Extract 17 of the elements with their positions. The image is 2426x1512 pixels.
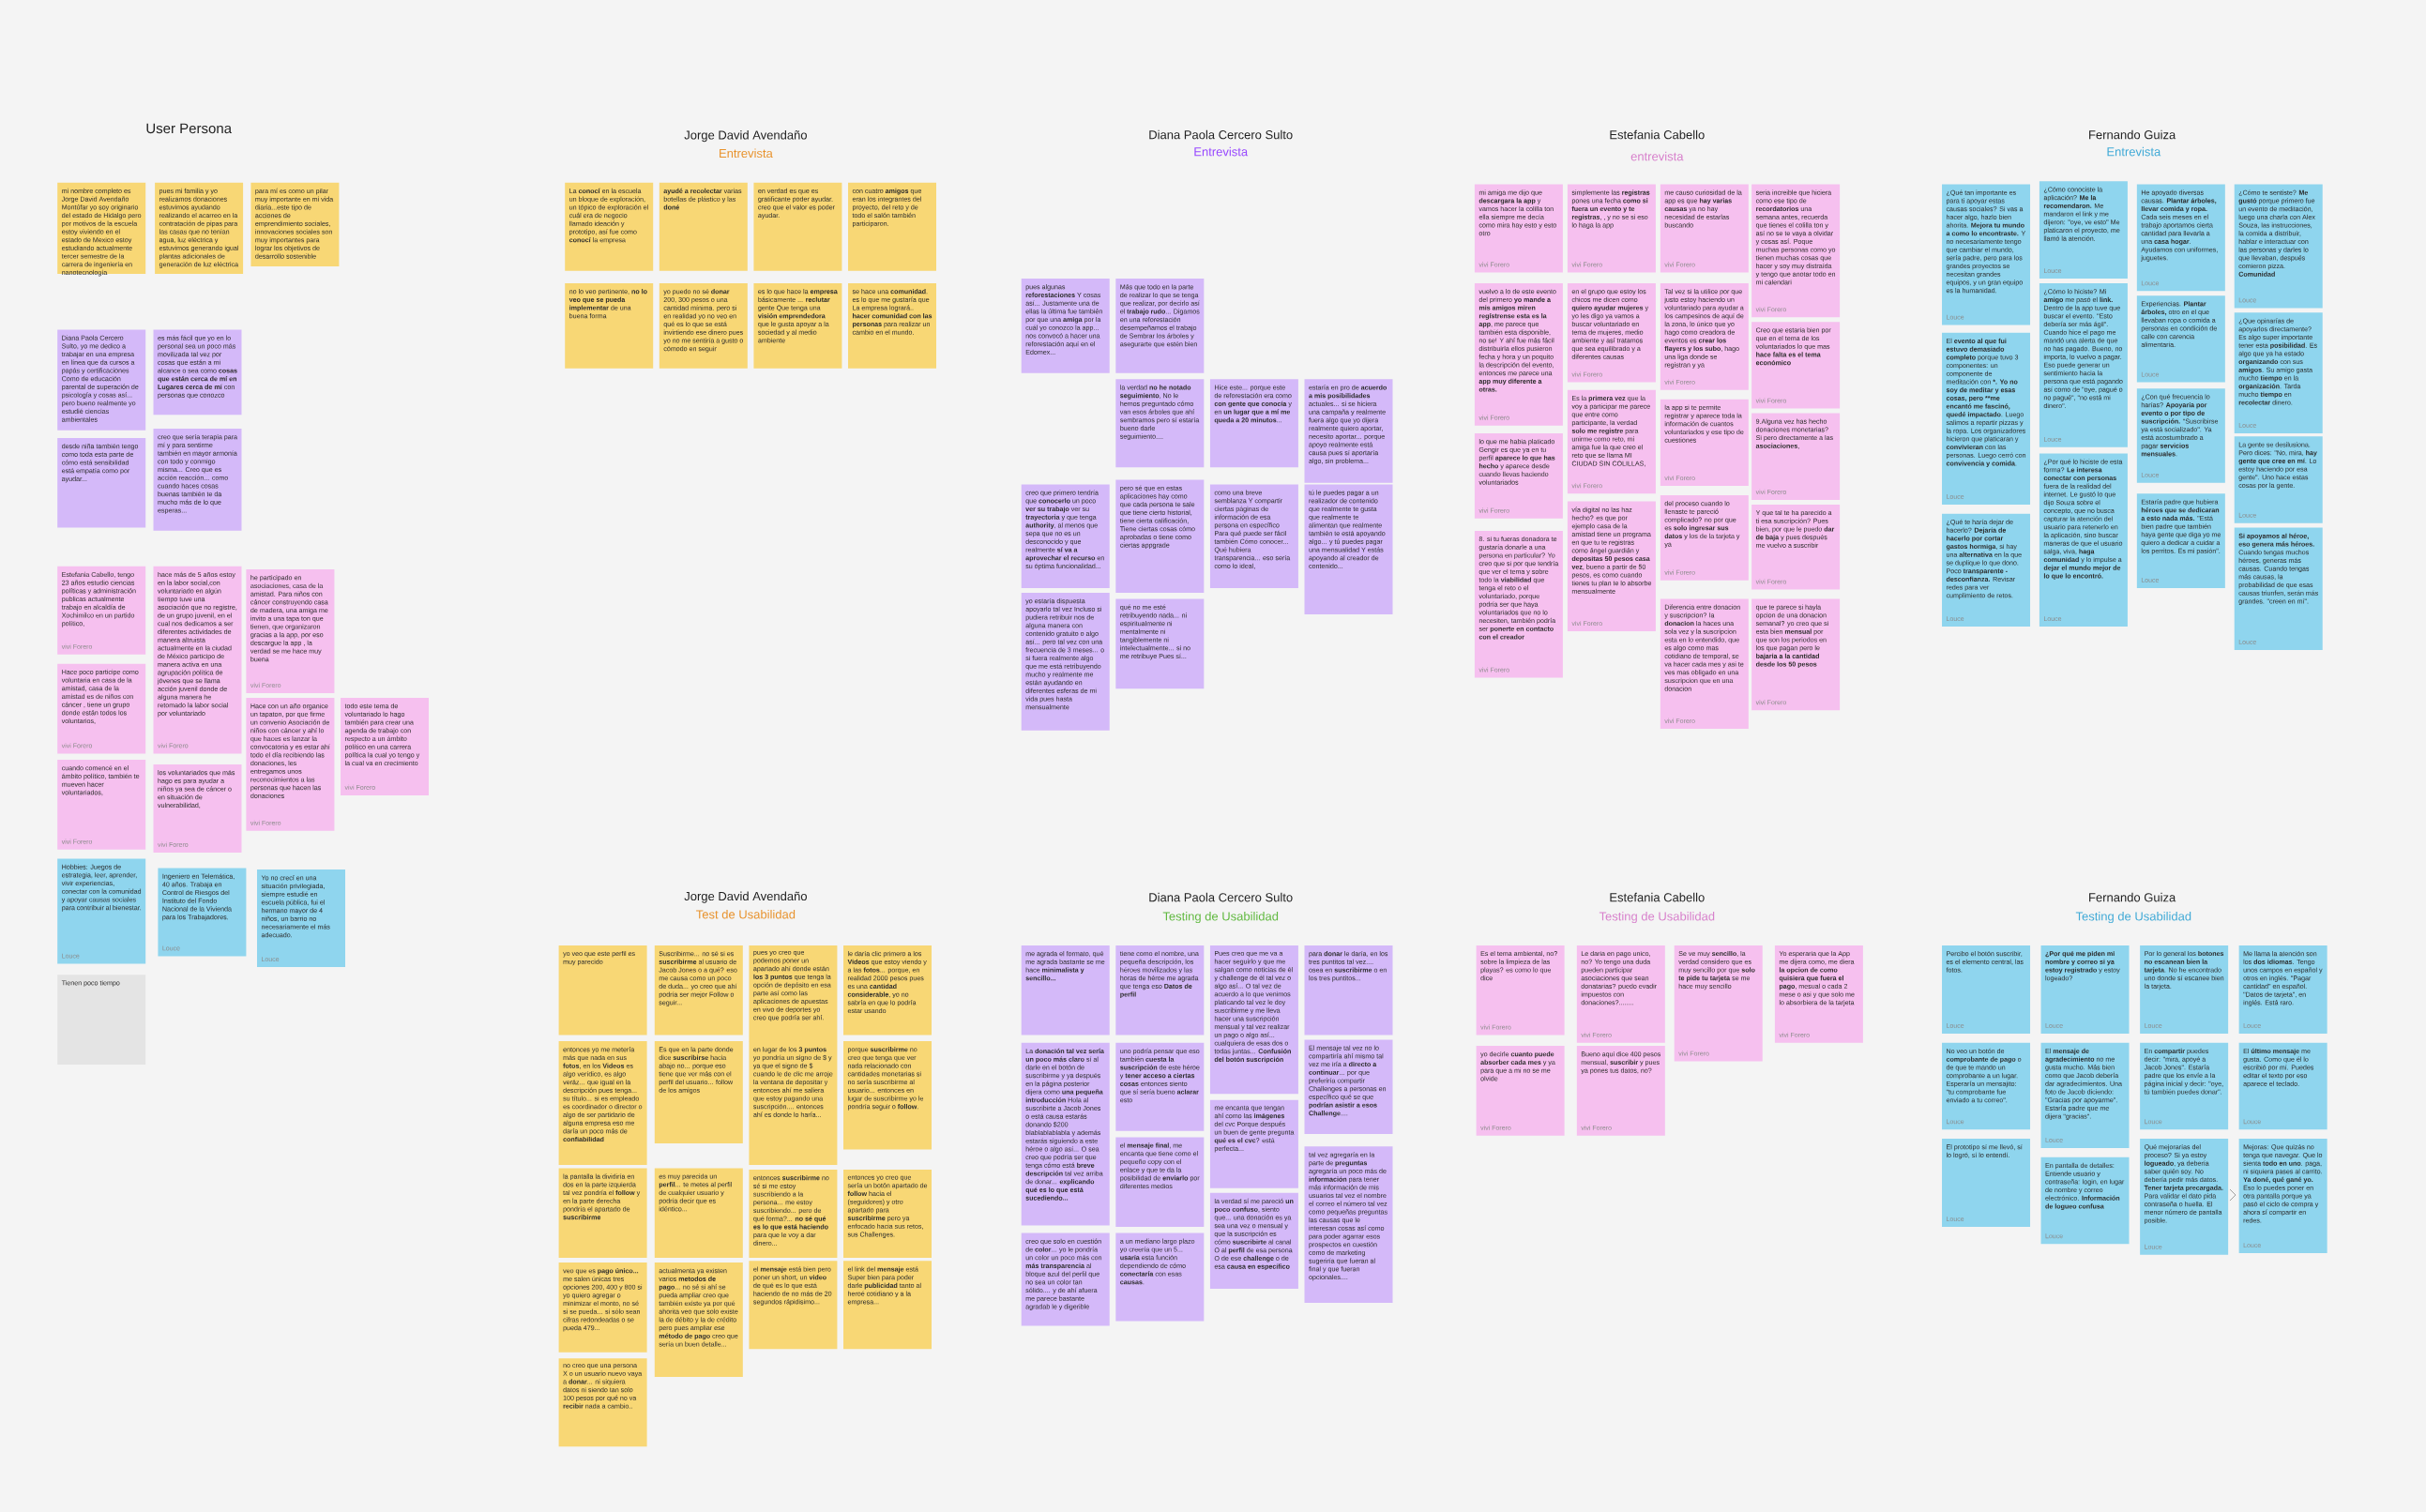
section-heading: User Persona [146, 123, 233, 134]
section-subheading: Testing de Usabilidad [1162, 911, 1279, 924]
section-subheading: Testing de Usabilidad [2075, 911, 2191, 924]
section-subheading: Test de Usabilidad [696, 909, 796, 919]
section-subheading: Entrevista [1194, 146, 1249, 157]
section-subheading: entrevista [1630, 151, 1684, 161]
section-heading: Diana Paola Cercero Sulto [1149, 129, 1293, 140]
section-heading: Diana Paola Cercero Sulto [1149, 892, 1293, 902]
section-heading: Jorge David Avendaño [684, 130, 807, 143]
section-subheading: Entrevista [2107, 146, 2161, 157]
section-heading: Estefania Cabello [1610, 892, 1705, 902]
section-subheading: Entrevista [720, 148, 773, 159]
section-heading: Fernando Guiza [2089, 129, 2176, 140]
section-subheading: Testing de Usabilidad [1599, 911, 1715, 924]
section-heading: Fernando Guiza [2089, 892, 2176, 902]
section-heading: Jorge David Avendaño [684, 891, 807, 903]
section-heading: Estefania Cabello [1610, 129, 1705, 140]
